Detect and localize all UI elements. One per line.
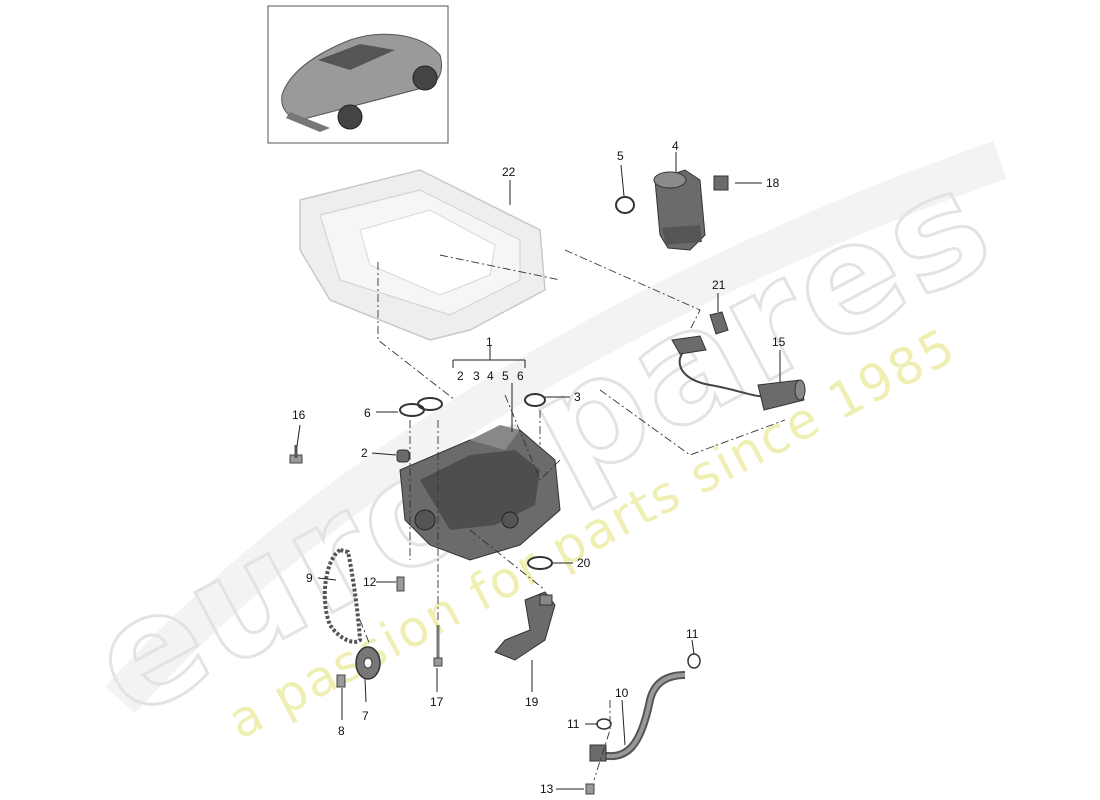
callout-8[interactable]: 8 bbox=[338, 724, 345, 738]
callout-7[interactable]: 7 bbox=[362, 709, 369, 723]
callout-19[interactable]: 19 bbox=[525, 695, 539, 709]
callout-3[interactable]: 3 bbox=[574, 390, 581, 404]
callout-labels: 1 2 3 4 5 6 7 8 9 10 11 11 12 13 15 16 1… bbox=[292, 139, 786, 796]
subitem-2: 2 bbox=[457, 369, 464, 383]
watermark-swoosh bbox=[105, 141, 1007, 714]
callout-4[interactable]: 4 bbox=[672, 139, 679, 153]
oil-pump-assembly[interactable] bbox=[399, 425, 561, 561]
callout-11b[interactable]: 11 bbox=[567, 717, 580, 731]
plug-2[interactable] bbox=[396, 449, 410, 463]
bolt-16[interactable] bbox=[289, 445, 303, 464]
callout-16[interactable]: 16 bbox=[292, 408, 306, 422]
bracket-21[interactable] bbox=[709, 311, 729, 335]
callout-1[interactable]: 1 bbox=[486, 335, 493, 349]
callout-21[interactable]: 21 bbox=[712, 278, 726, 292]
o-ring-5[interactable] bbox=[615, 196, 635, 214]
callout-20[interactable]: 20 bbox=[577, 556, 591, 570]
o-ring-11b[interactable] bbox=[596, 718, 612, 730]
callout-11a[interactable]: 11 bbox=[686, 627, 699, 641]
bolt-8[interactable] bbox=[336, 674, 346, 688]
sprocket-7[interactable] bbox=[355, 646, 381, 680]
subitem-5: 5 bbox=[502, 369, 509, 383]
watermark: eurospares a passion for parts since 198… bbox=[64, 133, 1021, 754]
subitem-3: 3 bbox=[473, 369, 480, 383]
clip-18[interactable] bbox=[713, 175, 729, 191]
callout-5[interactable]: 5 bbox=[617, 149, 624, 163]
subitem-6: 6 bbox=[517, 369, 524, 383]
callout-2[interactable]: 2 bbox=[361, 446, 368, 460]
seal-3[interactable] bbox=[524, 393, 546, 407]
vehicle-thumbnail[interactable] bbox=[267, 5, 449, 144]
drive-chain-9[interactable] bbox=[322, 547, 363, 644]
o-ring-11a[interactable] bbox=[687, 653, 701, 669]
car-icon bbox=[281, 33, 443, 132]
oil-filter-housing[interactable] bbox=[653, 169, 706, 251]
callout-13[interactable]: 13 bbox=[540, 782, 554, 796]
oil-pipe-10[interactable] bbox=[589, 671, 686, 762]
bolt-13[interactable] bbox=[585, 783, 595, 795]
callout-9[interactable]: 9 bbox=[306, 571, 313, 585]
subitem-4: 4 bbox=[487, 369, 494, 383]
seal-pair-6[interactable] bbox=[399, 397, 443, 417]
alignment-lines bbox=[359, 249, 786, 781]
oil-level-sensor[interactable] bbox=[671, 335, 806, 411]
bolt-12[interactable] bbox=[396, 576, 405, 592]
callout-10[interactable]: 10 bbox=[615, 686, 629, 700]
callout-6[interactable]: 6 bbox=[364, 406, 371, 420]
callout-15[interactable]: 15 bbox=[772, 335, 786, 349]
callout-17[interactable]: 17 bbox=[430, 695, 444, 709]
callout-12[interactable]: 12 bbox=[363, 575, 377, 589]
watermark-brand: eurospares bbox=[65, 134, 1019, 752]
bolt-17[interactable] bbox=[433, 625, 443, 667]
group-1-subitems: 2 3 4 5 6 bbox=[457, 369, 524, 383]
oil-pan-housing[interactable] bbox=[299, 169, 546, 341]
oil-pickup-19[interactable] bbox=[494, 591, 556, 661]
callout-18[interactable]: 18 bbox=[766, 176, 780, 190]
leader-lines bbox=[296, 152, 781, 790]
callout-22[interactable]: 22 bbox=[502, 165, 516, 179]
